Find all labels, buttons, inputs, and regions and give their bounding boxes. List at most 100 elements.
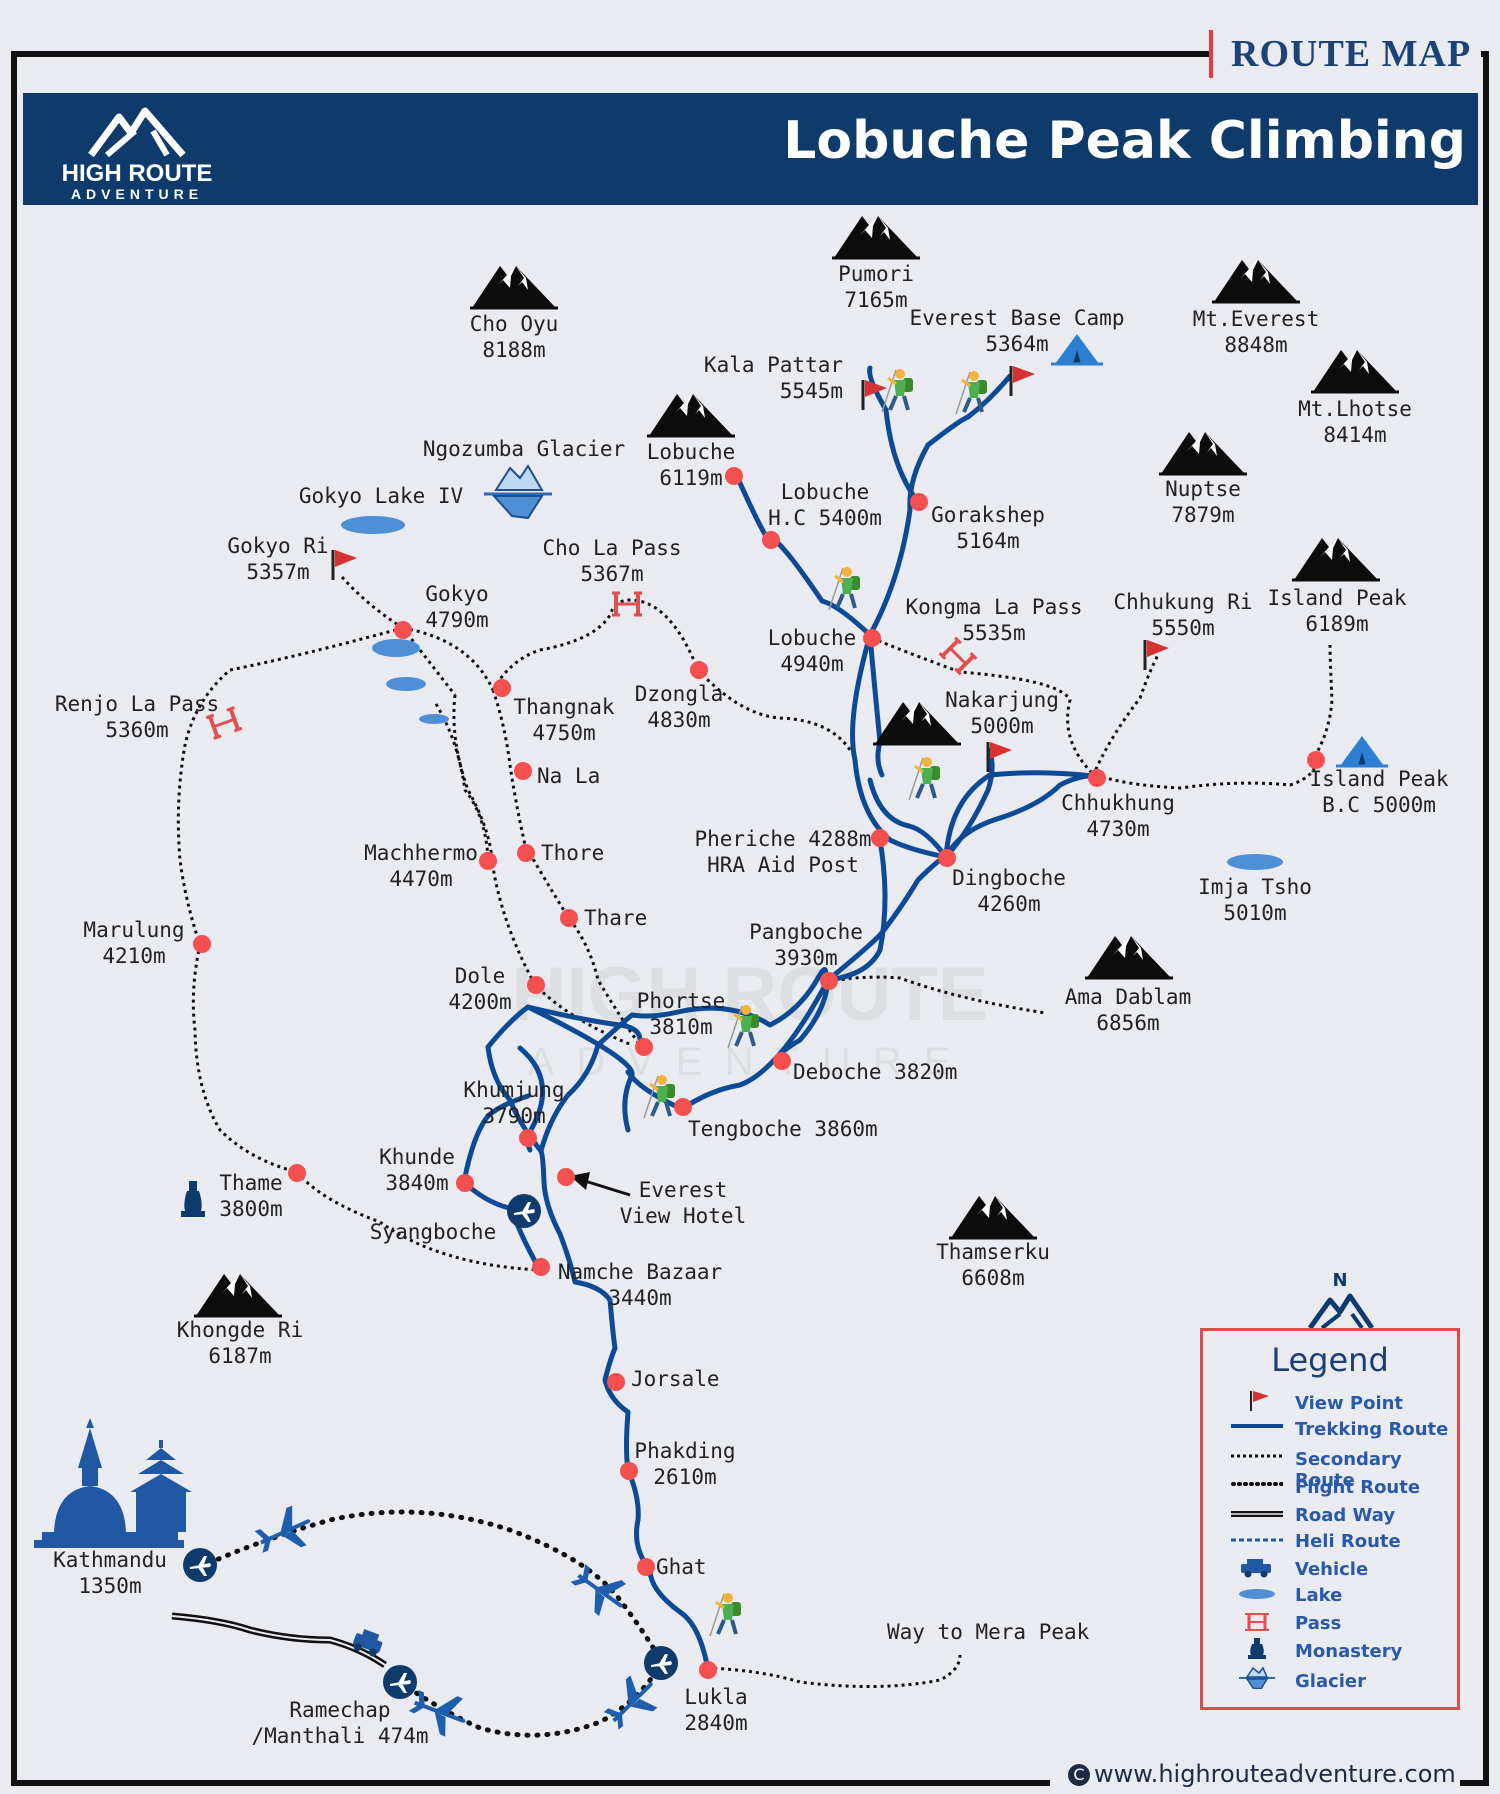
label-syangboche: Syangboche [369,1220,497,1244]
waypoint-dot [1307,751,1325,769]
monastery-legend-icon [1248,1638,1266,1659]
legend-item-lake: Lake [1295,1585,1343,1606]
waypoints [193,467,1325,1679]
brand-mountain-icon [88,107,186,158]
airport-icon-lukla [644,1646,678,1680]
waypoint-dot [690,661,708,679]
lake-icon [372,639,420,657]
legend-item-secondary-route: Secondary Route [1295,1449,1402,1491]
mountain-icon-pumori [830,214,922,260]
waypoint-dot [607,1373,625,1391]
kathmandu-stupa-icon [34,1418,192,1548]
lake-legend-icon [1239,1589,1275,1599]
copyright-icon: C [1068,1764,1090,1786]
waypoint-dot [1088,769,1106,787]
website-text: www.highrouteadventure.com [1094,1760,1456,1788]
lake-icon [1227,854,1283,870]
waypoint-dot [288,1164,306,1182]
map-frame [11,51,1209,1786]
lake-icon [341,516,405,534]
compass: N [1300,1270,1380,1330]
mountain-icon-island-peak [1290,536,1382,582]
label-ghat: Ghat [656,1555,707,1579]
legend-item-glacier: Glacier [1295,1671,1367,1692]
secondary-route-icon [1231,1454,1283,1458]
label-ngozumba-glacier: Ngozumba Glacier [422,437,626,461]
airport-icon-kathmandu [183,1548,217,1582]
tag-text: ROUTE MAP [1231,33,1472,75]
waypoint-dot [725,467,743,485]
label-thore: Thore [541,841,605,865]
waypoint-dot [910,493,928,511]
waypoint-dot [519,1129,537,1147]
label-deboche: Deboche 3820m [793,1060,958,1084]
vehicle-icon [353,1629,383,1657]
waypoint-dot [674,1098,692,1116]
brand-name: HIGH ROUTE [61,160,213,187]
waypoint-dot [863,629,881,647]
secondary-routes [176,575,1334,1689]
legend-item-vehicle: Vehicle [1295,1559,1369,1580]
waypoint-dot [479,852,497,870]
label-way-to-mera-peak: Way to Mera Peak [887,1620,1090,1644]
waypoint-dot [762,531,780,549]
page-title: Lobuche Peak Climbing [783,111,1466,171]
view-point-flag-icon [1009,364,1037,398]
lake-icon [386,677,426,691]
route-map-tag: ROUTE MAP [1209,26,1481,82]
legend-item-flight-route: Flight Route [1295,1477,1421,1498]
legend-box: Legend View Point Trekking Route Seconda… [1200,1328,1460,1710]
waypoint-dot [560,909,578,927]
trekker-icon [907,755,942,802]
waypoint-dot [938,849,956,867]
plane-icon [250,1501,318,1561]
tent-icon-island-peak-bc [1336,736,1388,768]
tent-icon-ebc [1051,334,1103,366]
mountain-icon-ama-dablam [1083,934,1175,980]
waypoint-dot [532,1258,550,1276]
airport-icon-syangboche [507,1194,541,1228]
lakes [341,516,1283,870]
trekking-route-icon [1231,1424,1283,1428]
plane-icon [565,1555,636,1624]
waypoint-dot [773,1052,791,1070]
flight-route-icon [1231,1482,1283,1486]
glacier-icon [484,464,552,520]
waypoint-dot [514,762,532,780]
road-way-icon [1231,1511,1283,1517]
pass-icon-cho-la [610,591,644,617]
road-way-center [171,1615,386,1666]
waypoint-dot [456,1174,474,1192]
arrow-icon [570,1172,631,1197]
legend-item-pass: Pass [1295,1613,1342,1634]
legend-item-road-way: Road Way [1295,1505,1396,1526]
legend-item-view-point: View Point [1295,1393,1404,1414]
